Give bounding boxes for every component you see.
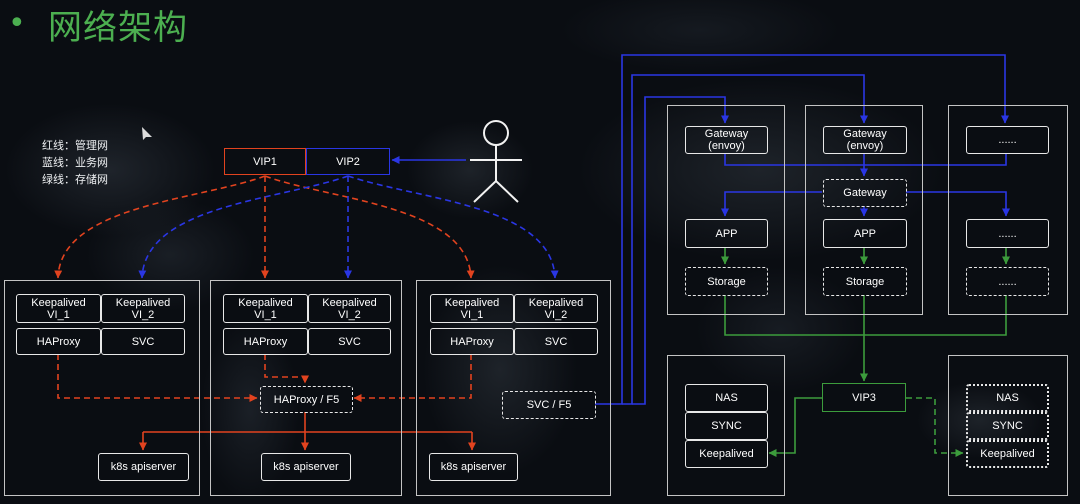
gateway-to-app3-line	[906, 191, 1010, 217]
svc-box: SVC	[514, 328, 598, 355]
user-icon	[470, 120, 522, 203]
gateway-box: Gateway	[823, 179, 907, 207]
storage-box: Storage	[823, 267, 907, 296]
keepalived-label: Keepalived	[528, 296, 584, 309]
envoy-to-gateway-bus-line	[724, 153, 1007, 166]
gateway-label: Gateway	[704, 128, 749, 140]
keepalived-label: Keepalived	[115, 296, 171, 309]
legend-item-management: 红线：管理网	[42, 139, 108, 152]
vip2-to-right-keepalived-line	[347, 175, 559, 279]
keepalived-box: Keepalived	[966, 440, 1049, 468]
apiserver-box: k8s apiserver	[261, 453, 351, 481]
legend: 红线：管理网 蓝线：业务网 绿线：存储网	[42, 137, 108, 188]
nas-box: NAS	[966, 384, 1049, 412]
keepalived-label: Keepalived	[322, 296, 377, 309]
storage-box: Storage	[685, 267, 768, 296]
left-haproxy-to-lb-line	[57, 354, 258, 402]
keepalived-label: Keepalived	[238, 296, 293, 309]
vip1-to-right-keepalived-line	[264, 175, 475, 279]
svc-lb-to-column2-line	[622, 74, 868, 405]
gateway-envoy-box: Gateway (envoy)	[685, 126, 768, 154]
haproxy-box: HAProxy	[430, 328, 514, 355]
keepalived-vi2-box: Keepalived VI_2	[308, 294, 391, 323]
app-box: APP	[685, 219, 768, 248]
vip1-to-left-keepalived-line	[54, 175, 266, 279]
user-legs	[473, 179, 519, 203]
svc-box: SVC	[101, 328, 185, 355]
placeholder-bottom-box: ......	[966, 267, 1049, 296]
vip3-to-cluster1-line	[768, 397, 822, 457]
apiserver-box: k8s apiserver	[98, 453, 189, 481]
lb-group-2: Keepalived VI_1 Keepalived VI_2 HAProxy …	[210, 280, 402, 496]
right-haproxy-to-lb-line	[353, 354, 472, 402]
svc-f5-box: SVC / F5	[502, 391, 596, 419]
haproxy-box: HAProxy	[16, 328, 101, 355]
instance-label: VI_2	[131, 308, 155, 321]
user-head	[483, 120, 509, 146]
storage-cluster-1: NAS SYNC Keepalived	[667, 355, 785, 496]
keepalived-label: Keepalived	[31, 296, 86, 309]
legend-item-business: 蓝线：业务网	[42, 156, 108, 169]
envoy-label: (envoy)	[846, 140, 884, 152]
gateway-to-app1-line	[721, 191, 822, 217]
keepalived-label: Keepalived	[444, 296, 500, 309]
sync-box: SYNC	[966, 412, 1049, 440]
app-column-1: Gateway (envoy) APP Storage	[667, 105, 785, 315]
svc-lb-to-column3-line	[595, 54, 1009, 405]
nas-box: NAS	[685, 384, 768, 412]
middle-haproxy-to-lb-line	[264, 354, 309, 384]
instance-label: VI_2	[338, 308, 361, 321]
storage-cluster-2: NAS SYNC Keepalived	[948, 355, 1068, 496]
svc-box: SVC	[308, 328, 391, 355]
apiserver-box: k8s apiserver	[429, 453, 518, 481]
app-column-2: Gateway (envoy) Gateway APP Storage	[805, 105, 923, 315]
title-bullet: •	[8, 6, 26, 41]
instance-label: VI_1	[460, 308, 484, 321]
keepalived-vi1-box: Keepalived VI_1	[430, 294, 514, 323]
vip2-to-left-keepalived-line	[138, 175, 349, 279]
app-box: APP	[823, 219, 907, 248]
instance-label: VI_1	[254, 308, 277, 321]
placeholder-top-box: ......	[966, 126, 1049, 154]
lb-group-3: Keepalived VI_1 Keepalived VI_2 HAProxy …	[416, 280, 611, 496]
vip3-to-cluster2-line	[906, 397, 964, 457]
cursor-icon	[142, 127, 152, 140]
sync-box: SYNC	[685, 412, 768, 440]
app-column-3: ...... ...... ......	[948, 105, 1068, 315]
envoy-label: (envoy)	[708, 140, 745, 152]
haproxy-f5-box: HAProxy / F5	[260, 386, 353, 413]
keepalived-vi1-box: Keepalived VI_1	[223, 294, 308, 323]
haproxy-box: HAProxy	[223, 328, 308, 355]
vip1-box: VIP1	[224, 148, 306, 175]
keepalived-box: Keepalived	[685, 440, 768, 468]
keepalived-vi2-box: Keepalived VI_2	[514, 294, 598, 323]
keepalived-vi2-box: Keepalived VI_2	[101, 294, 185, 323]
vip3-box: VIP3	[822, 383, 906, 412]
gateway-envoy-box: Gateway (envoy)	[823, 126, 907, 154]
vip2-box: VIP2	[306, 148, 390, 175]
instance-label: VI_2	[544, 308, 568, 321]
storage-bus-line	[724, 295, 1007, 336]
page-title: 网络架构	[48, 8, 188, 48]
legend-item-storage: 绿线：存储网	[42, 173, 108, 186]
lb-group-1: Keepalived VI_1 Keepalived VI_2 HAProxy …	[4, 280, 200, 496]
keepalived-vi1-box: Keepalived VI_1	[16, 294, 101, 323]
instance-label: VI_1	[47, 308, 70, 321]
gateway-label: Gateway	[843, 128, 887, 140]
placeholder-middle-box: ......	[966, 219, 1049, 248]
